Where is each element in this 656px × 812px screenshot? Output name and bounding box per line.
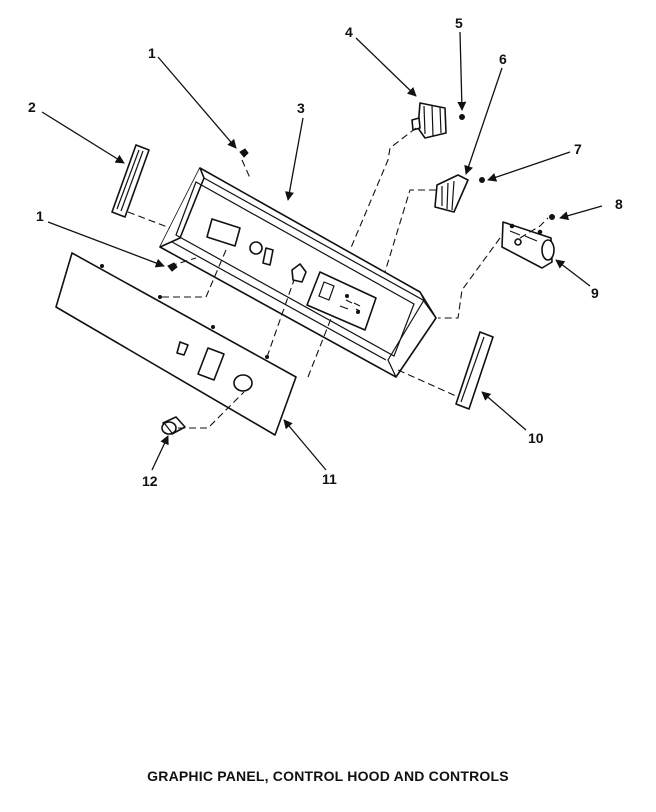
callout-3: 3	[297, 100, 305, 116]
graphic-panel	[55, 252, 297, 436]
callout-10: 10	[528, 430, 544, 446]
diagram-caption: GRAPHIC PANEL, CONTROL HOOD AND CONTROLS	[147, 768, 509, 784]
assembly-lines	[127, 127, 549, 429]
switch	[411, 102, 447, 139]
timer	[501, 221, 555, 269]
switch-screw	[459, 114, 465, 120]
callout-12: 12	[142, 473, 158, 489]
callout-2: 2	[28, 99, 36, 115]
screw-upper	[239, 148, 249, 158]
callout-5: 5	[455, 15, 463, 31]
timer-screw	[549, 214, 555, 220]
callout-11: 11	[322, 471, 337, 487]
knob	[161, 416, 186, 435]
right-end-cap	[455, 331, 494, 410]
callout-1-upper: 1	[148, 45, 156, 61]
callout-7: 7	[574, 141, 582, 157]
leader-lines	[41, 31, 603, 471]
callout-6: 6	[499, 51, 507, 67]
control-hood	[159, 167, 437, 378]
selector-switch	[434, 174, 469, 213]
callout-8: 8	[615, 196, 623, 212]
left-end-cap	[111, 144, 150, 218]
callout-4: 4	[345, 24, 353, 40]
callout-1-lower: 1	[36, 208, 44, 224]
selector-screw	[479, 177, 485, 183]
callout-9: 9	[591, 285, 599, 301]
